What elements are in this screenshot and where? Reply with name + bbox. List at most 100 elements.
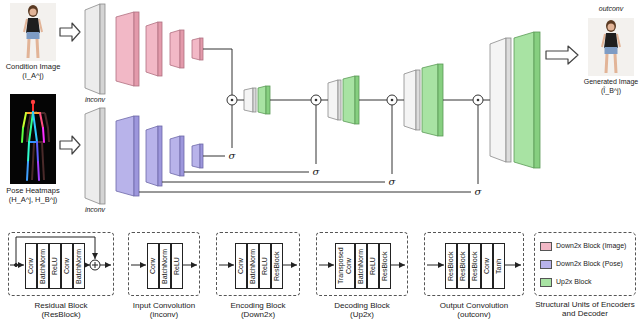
layer-box: Conv: [481, 243, 493, 289]
layer-box: ReLU: [367, 243, 379, 289]
condition-photo: [30, 9, 37, 16]
pose-heatmap: [27, 162, 28, 180]
decoder-feature-block: [506, 38, 511, 162]
product-symbol: [227, 95, 483, 105]
decoder-up-block: [258, 32, 540, 168]
decoder-feature-block: [244, 88, 253, 112]
pose-heatmap: [27, 112, 49, 180]
generated-photo: [602, 34, 620, 47]
block-wire: [10, 265, 24, 266]
sum-symbol: [92, 262, 98, 268]
layer-label: Conv: [27, 245, 35, 287]
product-symbol: [391, 99, 394, 102]
image-encoder-block: [134, 12, 139, 86]
condition-photo: [28, 5, 38, 17]
layer-box: ReLU: [259, 243, 271, 289]
sigma-symbol: σ: [388, 176, 397, 188]
image-encoder-block: [170, 30, 180, 68]
pose-encoder-block: [170, 136, 180, 176]
legend-item: Down2x Block (Pose): [540, 260, 623, 269]
layer-box: ResBlock: [445, 243, 457, 289]
block-group: Encoding Block (Down2x)ConvBatchNormReLU…: [216, 232, 300, 296]
layer-label: ReLU: [261, 245, 269, 287]
inconv-block: [85, 4, 105, 204]
diagram-label: (Î_B^j): [601, 87, 621, 95]
hollow-arrow: [546, 46, 578, 64]
pose-heatmap: [38, 162, 39, 180]
legend-swatch: [540, 278, 552, 287]
feature-wire: [359, 100, 387, 101]
pose-heatmap: [29, 141, 37, 143]
pose-heatmap: [28, 142, 29, 162]
layer-label: ResBlock: [381, 245, 389, 287]
condition-photo: [10, 3, 56, 61]
block-caption: Encoding Block (Down2x): [222, 301, 294, 319]
diagram-label: outconv: [599, 5, 624, 13]
diagram-label: (H_A^j, H_B^j): [9, 196, 58, 205]
decoder-up-block: [355, 76, 359, 124]
pose-heatmap: [29, 112, 33, 142]
feature-wire: [237, 100, 244, 101]
layer-label: BatchNorm: [161, 245, 169, 287]
block-group: Residual Block (ResBlock)ConvBatchNormRe…: [8, 232, 114, 296]
pose-encoder-block: [158, 126, 162, 186]
condition-photo: [24, 19, 42, 32]
feature-wire: [270, 100, 311, 101]
layer-label: ReLU: [369, 245, 377, 287]
image-encoder-block: [116, 12, 134, 86]
product-symbol: [311, 95, 321, 105]
layer-box: ResBlock: [379, 243, 391, 289]
generated-photo: [605, 47, 618, 54]
feature-wire: [397, 100, 404, 101]
block-caption: Decoding Block (Up2x): [326, 301, 398, 319]
feature-wire: [203, 156, 225, 157]
layer-box: Conv: [235, 243, 247, 289]
pose-encoder-block: [200, 144, 203, 168]
diagram-label: Pose Heatmaps: [6, 187, 59, 196]
condition-photo: [10, 3, 56, 61]
inconv-block: [85, 108, 100, 204]
pose-encoder-block: [146, 126, 158, 186]
pose-heatmap: [40, 113, 43, 128]
layer-label: Conv: [237, 245, 245, 287]
layer-box: ReLU: [171, 243, 183, 289]
decoder-feature-block: [490, 38, 506, 162]
hollow-arrow: [60, 136, 80, 154]
feature-wire: [203, 49, 232, 95]
block-group: Decoding Block (Up2x)Transposed ConvBatc…: [316, 232, 408, 296]
layer-label: BatchNorm: [39, 245, 47, 287]
sum-symbol: [90, 260, 100, 270]
pose-heatmap: [23, 113, 26, 128]
image-encoder-block: [200, 38, 203, 60]
layer-label: ReLU: [51, 245, 59, 287]
legend-item: Up2x Block: [540, 278, 591, 287]
condition-photo: [27, 32, 40, 39]
diagram-label: Structural Units of Encoders and Decoder: [535, 300, 635, 318]
block-wire: [427, 265, 444, 266]
layer-label: ResBlock: [459, 245, 467, 287]
legend-text: Up2x Block: [556, 278, 591, 286]
feature-wire: [184, 172, 309, 173]
generated-photo: [588, 18, 634, 76]
layer-box: ResBlock: [457, 243, 469, 289]
inconv-block: [100, 4, 105, 94]
pose-heatmap: [22, 128, 23, 142]
layer-label: ReLU: [173, 245, 181, 287]
feature-wire: [162, 182, 385, 183]
block-wire: [504, 265, 521, 266]
decoder-up-block: [438, 64, 443, 136]
layer-box: BatchNorm: [355, 243, 367, 289]
diagram-label: Generated Image: [584, 78, 638, 86]
layer-box: Conv: [61, 243, 73, 289]
decoder-up-block: [422, 64, 438, 136]
layer-label: Tanh: [495, 245, 503, 287]
sigma-symbol: σ: [228, 150, 237, 162]
image-encoder-block: [192, 38, 200, 60]
block-wire: [282, 265, 297, 266]
pose-heatmap: [33, 112, 37, 142]
pose-heatmap: [10, 94, 56, 184]
legend-text: Down2x Block (Pose): [556, 260, 623, 268]
pose-heatmap: [32, 104, 34, 112]
generated-photo: [604, 33, 618, 48]
